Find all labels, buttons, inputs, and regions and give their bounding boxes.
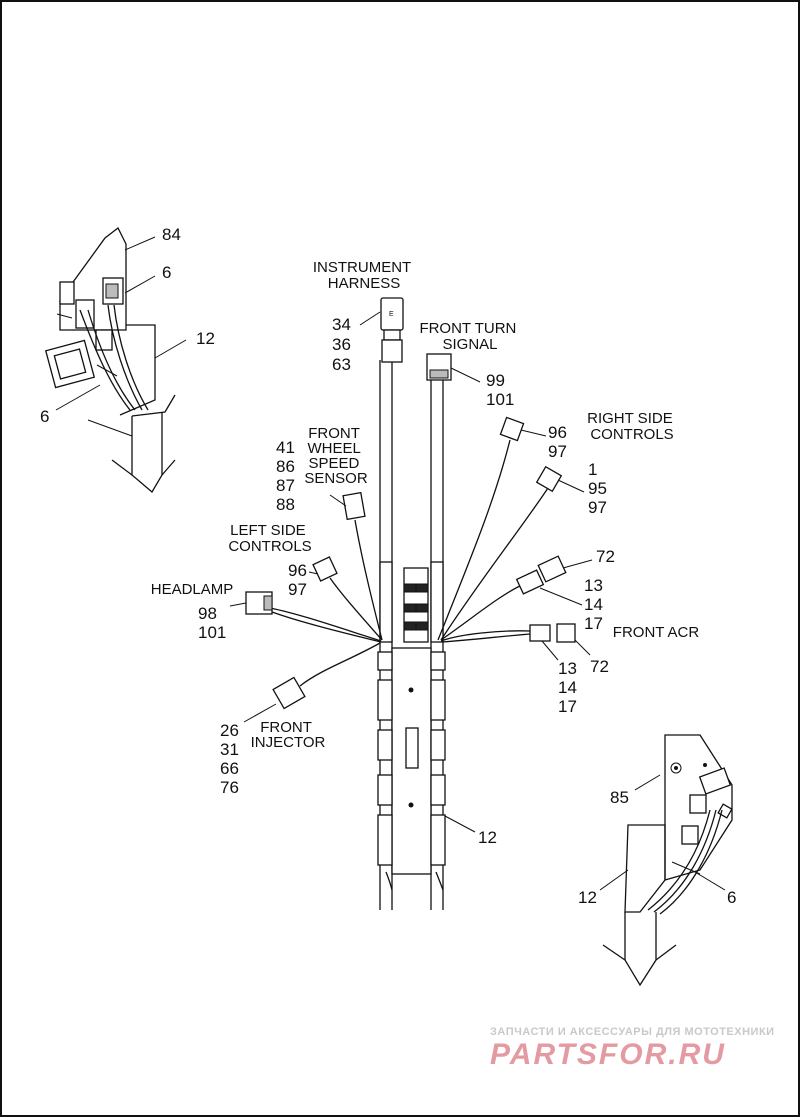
label-left-side-controls: LEFT SIDE CONTROLS: [228, 522, 311, 555]
callout-top-left-clip: 6: [162, 263, 171, 282]
callout-bottom-right-bracket: 85: [610, 788, 629, 807]
inset-connector-c: [681, 825, 699, 845]
callout-main-harness: 12: [478, 828, 497, 847]
watermark-site: PARTSFOR.RU: [490, 1038, 726, 1071]
svg-text:E: E: [389, 311, 394, 318]
right-controls-connector: [535, 465, 563, 493]
callout-left-controls: 96 97: [288, 561, 312, 599]
connector-a: [59, 281, 75, 305]
left-controls-connector: [312, 556, 338, 582]
bottom-right-inset: [599, 734, 733, 987]
label-instrument-harness: INSTRUMENT HARNESS: [313, 259, 415, 292]
callout-right-controls: 1 95 97: [588, 460, 612, 517]
callout-top-left-bracket: 84: [162, 225, 181, 244]
turn-signal-branch: [426, 353, 481, 383]
right-upper-connector: [499, 416, 525, 442]
callout-top-left-harness: 12: [196, 329, 215, 348]
callout-bottom-right-harness: 12: [578, 888, 597, 907]
acr-lower-cap: [556, 623, 576, 643]
callout-injector: 26 31 66 76: [220, 721, 244, 797]
callout-acr-lower-cap: 72: [590, 657, 609, 676]
label-headlamp: HEADLAMP: [151, 581, 234, 598]
harness-panel: [119, 324, 156, 416]
label-front-turn-signal: FRONT TURN SIGNAL: [419, 320, 520, 353]
label-front-wheel-speed-sensor: FRONT WHEEL SPEED SENSOR: [304, 425, 368, 487]
callout-wheel-speed: 41 86 87 88: [276, 438, 300, 514]
label-front-acr: FRONT ACR: [613, 624, 700, 641]
label-front-injector: FRONT INJECTOR: [251, 719, 326, 751]
leader-main-12: [444, 815, 476, 833]
left-branch-wires: [229, 491, 383, 723]
acr-lower-connector: [529, 624, 551, 642]
callout-acr-lower: 13 14 17: [558, 659, 582, 716]
top-left-inset: [44, 227, 187, 493]
callout-acr-upper-cap: 72: [596, 547, 615, 566]
callout-numbers: 84 6 12 6 34 36 63 99 101 96 97 1 95 97 …: [40, 225, 736, 907]
callout-bottom-right-clip: 6: [727, 888, 736, 907]
acr-upper-cap: [537, 555, 567, 583]
watermark-tagline: ЗАПЧАСТИ И АКСЕССУАРЫ ДЛЯ МОТОТЕХНИКИ: [490, 1026, 775, 1038]
connector-c: [75, 299, 95, 329]
callout-instrument: 34 36 63: [332, 315, 356, 374]
bracket-84: [59, 227, 127, 331]
callout-right-upper-connector: 96 97: [548, 423, 572, 461]
callout-turn-signal: 99 101: [486, 371, 514, 409]
acr-upper-connector: [515, 569, 545, 595]
inset-connector-b: [689, 794, 707, 814]
watermark: ЗАПЧАСТИ И АКСЕССУАРЫ ДЛЯ МОТОТЕХНИКИ PA…: [490, 1026, 775, 1071]
callout-headlamp: 98 101: [198, 604, 226, 642]
callout-acr-upper: 13 14 17: [584, 576, 608, 633]
injector-connector: [272, 676, 306, 710]
inset-panel: [624, 824, 666, 913]
callout-top-left-clip-lower: 6: [40, 407, 49, 426]
component-labels: INSTRUMENT HARNESS FRONT TURN SIGNAL RIG…: [151, 259, 700, 751]
wheel-speed-connector: [342, 491, 366, 521]
main-harness-trunk: [377, 360, 446, 910]
right-branch-wires: [437, 416, 593, 661]
inset-connector-a: [698, 767, 732, 795]
label-right-side-controls: RIGHT SIDE CONTROLS: [587, 410, 677, 443]
instrument-harness-branch: E: [359, 297, 404, 363]
